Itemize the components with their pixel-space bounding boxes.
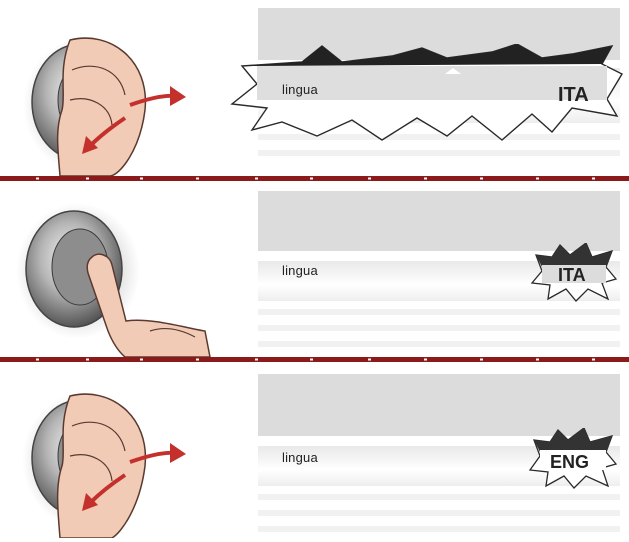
finger-press-icon (0, 181, 230, 357)
panel-press: lingua ITA (0, 181, 629, 357)
menu-label: lingua (282, 82, 318, 97)
panel-rotate-2: lingua ENG (0, 362, 629, 542)
language-value: ITA (558, 84, 589, 107)
language-value: ITA (558, 265, 586, 286)
hand-rotate-icon (0, 362, 230, 538)
menu-label: lingua (282, 450, 318, 465)
language-value: ENG (550, 452, 589, 473)
menu-label: lingua (282, 263, 318, 278)
hand-rotate-icon (0, 0, 230, 176)
panel-rotate-1: lingua ITA (0, 0, 629, 176)
